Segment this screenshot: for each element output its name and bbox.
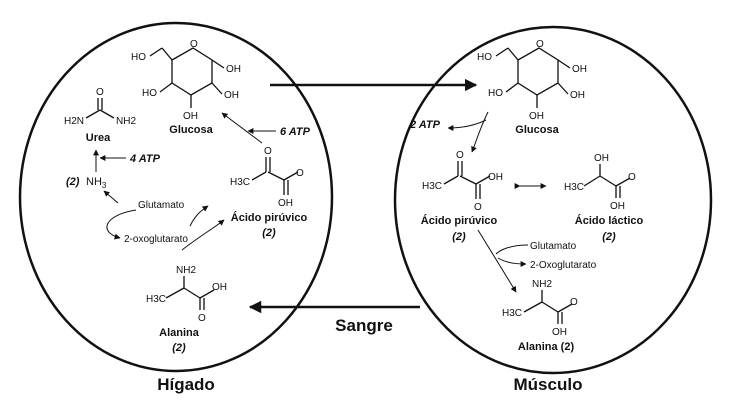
liver-glutamate-label: Glutamato (138, 200, 185, 211)
liver-pyruvate-coefficient: (2) (262, 227, 276, 239)
svg-text:O: O (190, 39, 198, 50)
svg-text:H3C: H3C (146, 294, 166, 305)
svg-text:HO: HO (131, 52, 146, 63)
liver-alanine-structure: NH2 H3C OH O (146, 265, 227, 324)
liver-pyruvate-label: Ácido pirúvico (231, 211, 308, 224)
muscle-pyruvate-coefficient: (2) (452, 231, 466, 243)
svg-text:OH: OH (488, 172, 503, 183)
svg-text:O: O (474, 202, 482, 213)
liver-alanine-coefficient: (2) (172, 342, 186, 354)
svg-text:NH2: NH2 (532, 279, 552, 290)
svg-text:HO: HO (477, 52, 492, 63)
svg-text:O: O (296, 168, 304, 179)
muscle-pyruvate-label: Ácido pirúvico (421, 214, 498, 227)
svg-text:OH: OH (278, 198, 293, 209)
lactic-acid-coefficient: (2) (602, 231, 616, 243)
muscle-glutamate-input-arrow (495, 244, 529, 255)
svg-text:H2N: H2N (64, 116, 84, 127)
muscle-glucose-label: Glucosa (515, 124, 559, 136)
liver-atp6-label: 6 ATP (280, 126, 311, 138)
svg-text:H3C: H3C (564, 182, 584, 193)
liver-pyruvate-to-glucose-arrow (221, 112, 263, 144)
muscle-alanine-label: Alanina (2) (518, 341, 575, 353)
liver-alanine-to-pyruvate-arrow (181, 219, 225, 251)
svg-text:OH: OH (226, 64, 241, 75)
svg-text:HO: HO (488, 88, 503, 99)
lactic-acid-label: Ácido láctico (575, 214, 644, 227)
muscle-atp2-output-arrow (447, 119, 487, 131)
muscle-label: Músculo (514, 375, 583, 394)
svg-text:H3C: H3C (502, 308, 522, 319)
muscle-glucose-structure: O HO OH HO OH OH (477, 39, 587, 122)
liver-oxoglutarate-label: 2-oxoglutarato (124, 234, 188, 245)
svg-text:H3C: H3C (422, 181, 442, 192)
liver-compartment (18, 21, 334, 373)
muscle-oxoglutarate-label: 2-Oxoglutarato (530, 260, 597, 271)
svg-text:OH: OH (529, 111, 544, 122)
svg-text:O: O (198, 313, 206, 324)
muscle-pyruvate-to-alanine-arrow (477, 229, 517, 293)
svg-text:NH2: NH2 (176, 265, 196, 276)
lactic-acid-structure: OH H3C O OH (564, 153, 636, 212)
muscle-alanine-structure: NH2 H3C O OH (502, 279, 578, 338)
svg-text:OH: OH (552, 327, 567, 338)
svg-text:OH: OH (572, 64, 587, 75)
liver-alanine-label: Alanina (159, 327, 200, 339)
svg-text:O: O (456, 150, 464, 161)
liver-glutamate-regeneration-arrow (189, 205, 209, 227)
svg-text:O: O (570, 297, 578, 308)
muscle-oxoglutarate-output-arrow (497, 257, 527, 267)
urea-structure: O H2N NH2 (64, 87, 136, 127)
svg-text:OH: OH (610, 201, 625, 212)
muscle-compartment (393, 25, 713, 375)
muscle-glycolysis-arrow (471, 111, 489, 153)
svg-text:O: O (536, 39, 544, 50)
svg-text:O: O (264, 146, 272, 157)
muscle-pyruvate-structure: O H3C OH O (422, 150, 503, 213)
glutamate-to-nh3-arrow (103, 190, 119, 204)
svg-text:O: O (96, 87, 104, 98)
liver-glucose-structure: O HO OH HO OH OH (131, 39, 241, 122)
liver-glucose-label: Glucosa (169, 124, 213, 136)
muscle-glutamate-label: Glutamato (530, 241, 577, 252)
svg-text:OH: OH (212, 282, 227, 293)
svg-text:O: O (628, 172, 636, 183)
urea-label: Urea (86, 132, 111, 144)
svg-text:H3C: H3C (230, 177, 250, 188)
svg-text:NH2: NH2 (116, 116, 136, 127)
svg-text:OH: OH (570, 90, 585, 101)
svg-text:OH: OH (183, 111, 198, 122)
liver-pyruvate-structure: O H3C O OH (230, 146, 304, 209)
nh3-coefficient: (2) (66, 176, 80, 188)
svg-text:OH: OH (594, 153, 609, 164)
blood-label: Sangre (335, 316, 393, 335)
muscle-atp2-label: 2 ATP (409, 119, 441, 131)
svg-text:HO: HO (142, 88, 157, 99)
svg-text:OH: OH (224, 90, 239, 101)
liver-atp4-label: 4 ATP (129, 153, 161, 165)
liver-oxoglutarate-regeneration-arrow (106, 209, 137, 240)
nh3-label: NH3 (86, 176, 107, 190)
liver-label: Hígado (157, 375, 215, 394)
